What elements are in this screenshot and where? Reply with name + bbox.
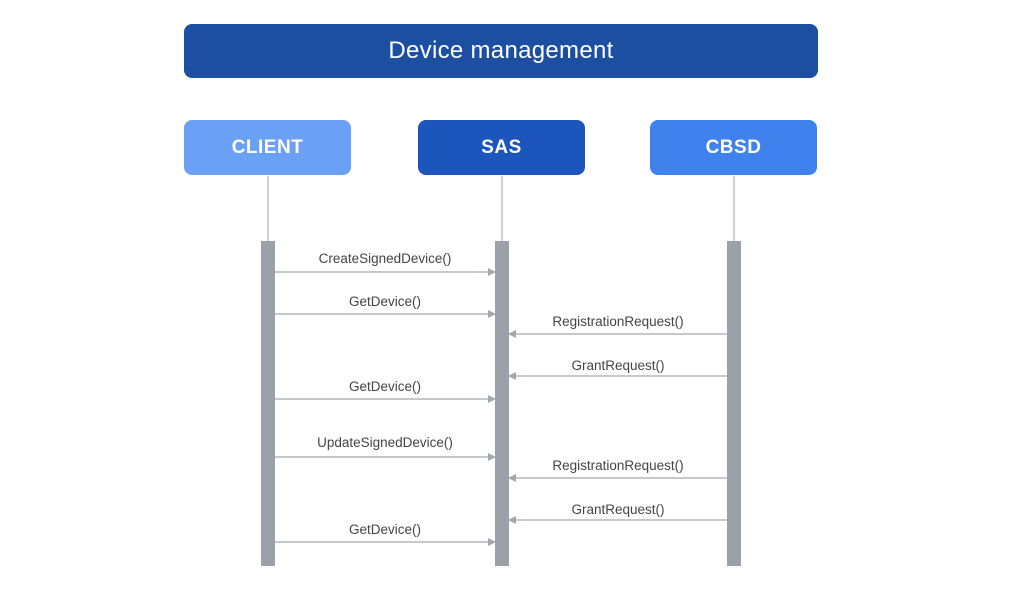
- message-label-8: GrantRequest(): [571, 502, 664, 517]
- participant-sas: SAS: [418, 120, 585, 175]
- message-label-2: GetDevice(): [349, 294, 421, 309]
- message-label-1: CreateSignedDevice(): [319, 251, 452, 266]
- participant-cbsd: CBSD: [650, 120, 817, 175]
- activation-bar-cbsd: [727, 241, 741, 566]
- diagram-title: Device management: [184, 24, 818, 78]
- message-label-7: RegistrationRequest(): [552, 458, 683, 473]
- message-label-5: GetDevice(): [349, 379, 421, 394]
- message-label-4: GrantRequest(): [571, 358, 664, 373]
- activation-bar-sas: [495, 241, 509, 566]
- message-label-9: GetDevice(): [349, 522, 421, 537]
- participant-client: CLIENT: [184, 120, 351, 175]
- activation-bar-client: [261, 241, 275, 566]
- message-label-6: UpdateSignedDevice(): [317, 435, 453, 450]
- message-label-3: RegistrationRequest(): [552, 314, 683, 329]
